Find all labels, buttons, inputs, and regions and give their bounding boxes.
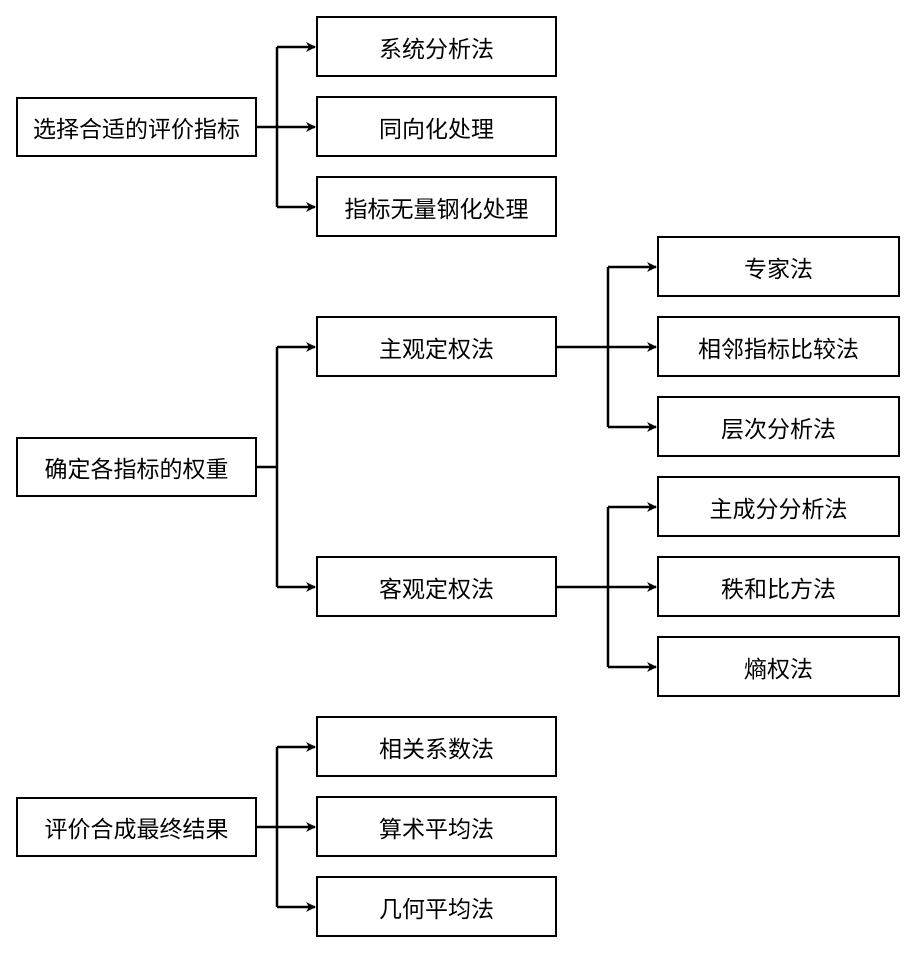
node-pca: 主成分分析法 xyxy=(657,476,900,537)
connector-group-2 xyxy=(257,342,316,592)
node-expert-method: 专家法 xyxy=(657,236,900,297)
node-system-analysis: 系统分析法 xyxy=(316,16,557,77)
connector-group-1 xyxy=(257,42,316,212)
connector-subjective xyxy=(557,262,657,432)
node-entropy-weight: 熵权法 xyxy=(657,636,900,697)
node-ahp: 层次分析法 xyxy=(657,396,900,457)
connector-group-3 xyxy=(257,742,316,912)
node-geometric-mean: 几何平均法 xyxy=(316,876,557,937)
node-rank-sum-ratio: 秩和比方法 xyxy=(657,556,900,617)
node-dimensionless: 指标无量钢化处理 xyxy=(316,176,557,237)
node-subjective-weighting: 主观定权法 xyxy=(316,316,557,377)
node-determine-weights: 确定各指标的权重 xyxy=(16,437,257,497)
node-final-result: 评价合成最终结果 xyxy=(16,797,257,857)
node-same-direction: 同向化处理 xyxy=(316,96,557,157)
node-select-indicators: 选择合适的评价指标 xyxy=(16,97,257,157)
node-objective-weighting: 客观定权法 xyxy=(316,556,557,617)
node-adjacent-comparison: 相邻指标比较法 xyxy=(657,316,900,377)
node-correlation: 相关系数法 xyxy=(316,716,557,777)
connector-objective xyxy=(557,502,657,672)
node-arithmetic-mean: 算术平均法 xyxy=(316,796,557,857)
